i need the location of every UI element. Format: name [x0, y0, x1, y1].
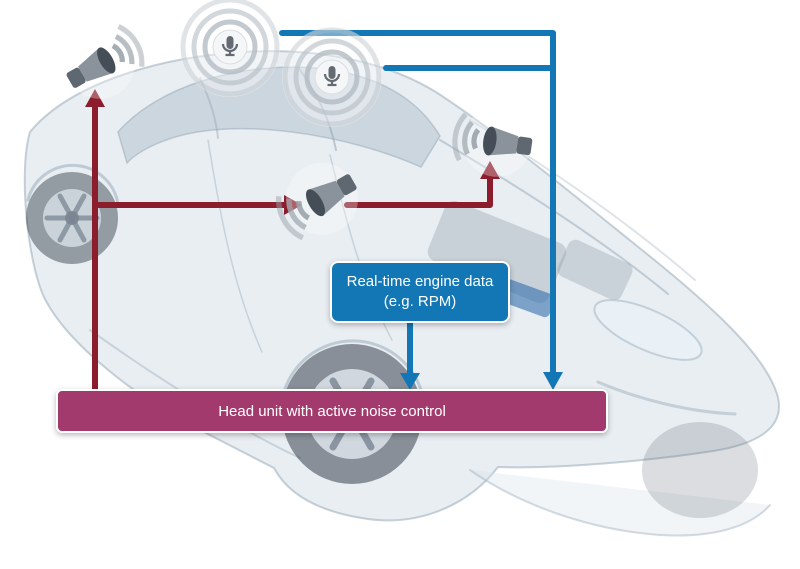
engine-bay-component: [557, 239, 633, 301]
headlight: [593, 299, 703, 361]
front-grille-line: [596, 380, 737, 416]
cabin-mic-front-icon: [180, 0, 280, 97]
head-unit-box: Head unit with active noise control: [56, 389, 608, 433]
front-bumper: [469, 469, 771, 537]
speaker-center-icon: [266, 150, 371, 252]
engine-bay-component: [427, 200, 567, 304]
car-door-line: [207, 139, 263, 353]
far-front-wheel: [642, 422, 758, 518]
mic-front-signal-line: [279, 30, 556, 377]
engine-data-label: Real-time engine data (e.g. RPM): [346, 272, 494, 310]
speaker-front-right-icon: [450, 102, 536, 182]
engine-data-box: Real-time engine data (e.g. RPM): [330, 261, 510, 323]
cabin-mic-rear-icon: [282, 27, 382, 127]
head-unit-label: Head unit with active noise control: [218, 402, 446, 420]
speaker-front-right-line: [344, 174, 493, 208]
blue-arrowhead-down-engine: [400, 373, 420, 390]
speaker-rear-left-icon: [52, 13, 153, 112]
blue-arrowhead-down-right: [543, 372, 563, 390]
